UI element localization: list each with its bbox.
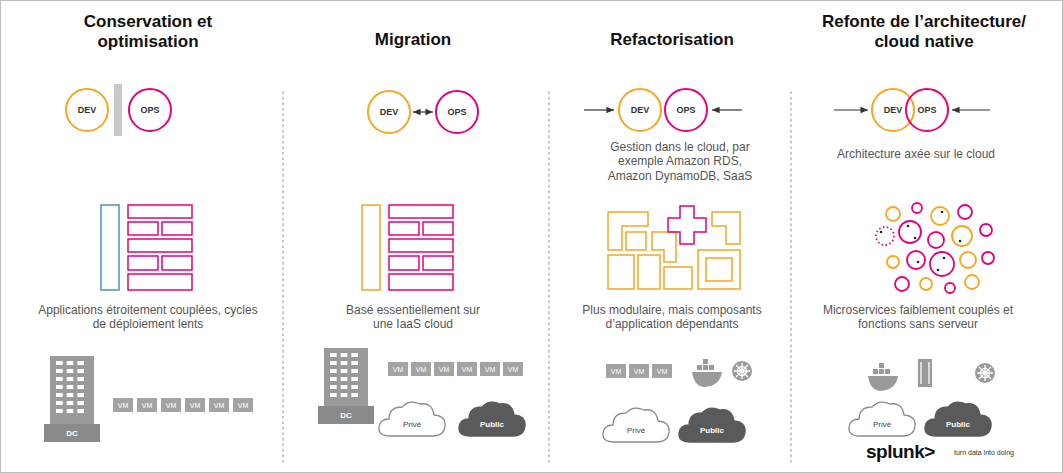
logo-tagline: turn data into doing xyxy=(954,449,1014,457)
node-text: Privé xyxy=(873,420,891,429)
node-text: VM xyxy=(416,366,427,373)
node-text: VM xyxy=(214,402,225,409)
private-cloud: Privé xyxy=(600,404,672,444)
vm-box: VM xyxy=(434,362,454,376)
node-text: VM xyxy=(439,366,450,373)
vm-box: VM xyxy=(388,362,408,376)
column-title: Conservation et optimisation xyxy=(58,12,238,53)
vm-box: VM xyxy=(411,362,431,376)
node-text: DEV xyxy=(380,107,399,117)
node-text: VM xyxy=(611,368,622,375)
public-cloud: Public xyxy=(676,404,748,444)
dev-circle: DEV xyxy=(618,88,662,132)
ops-circle: OPS xyxy=(905,88,949,132)
public-cloud: Public xyxy=(922,398,994,438)
node-text: OPS xyxy=(140,105,159,115)
vm-box: VM xyxy=(480,362,500,376)
column-title: Refactorisation xyxy=(582,30,762,50)
description-text: Basé essentiellement sur une IaaS cloud xyxy=(338,303,488,332)
column-title: Refonte de l’architecture/ cloud native xyxy=(807,12,1042,53)
node-text: DEV xyxy=(78,105,97,115)
node-text: VM xyxy=(166,402,177,409)
cloud-shape xyxy=(676,404,748,444)
vm-box: VM xyxy=(209,398,229,412)
datacenter: DC xyxy=(44,356,100,442)
node-text: OPS xyxy=(447,107,466,117)
description-text: Gestion dans le cloud, par exemple Amazo… xyxy=(595,140,765,183)
node-text: VM xyxy=(142,402,153,409)
node-text: OPS xyxy=(676,105,695,115)
node-text: DC xyxy=(340,411,352,420)
node-text: VM xyxy=(485,366,496,373)
column-title: Migration xyxy=(333,30,493,50)
node-text: Public xyxy=(480,420,504,429)
node-text: VM xyxy=(190,402,201,409)
cloud-shape xyxy=(846,398,918,438)
vm-box: VM xyxy=(137,398,157,412)
node-text: VM xyxy=(238,402,249,409)
dev-circle: DEV xyxy=(871,88,915,132)
private-cloud: Privé xyxy=(376,398,448,438)
node-text: Privé xyxy=(403,420,421,429)
description-text: Architecture axée sur le cloud xyxy=(806,147,1026,161)
vm-box: VM xyxy=(503,362,523,376)
node-text: VM xyxy=(634,368,645,375)
node-text: Public xyxy=(946,420,970,429)
vm-box: VM xyxy=(457,362,477,376)
node-text: VM xyxy=(393,366,404,373)
node-text: DEV xyxy=(631,105,650,115)
node-text: VM xyxy=(118,402,129,409)
vm-box: VM xyxy=(629,364,649,378)
node-text: VM xyxy=(508,366,519,373)
node-text: VM xyxy=(657,368,668,375)
private-cloud: Privé xyxy=(846,398,918,438)
cloud-shape xyxy=(600,404,672,444)
datacenter: DC xyxy=(318,348,374,424)
ops-circle: OPS xyxy=(435,90,479,134)
vm-box: VM xyxy=(161,398,181,412)
cloud-shape xyxy=(376,398,448,438)
public-cloud: Public xyxy=(456,398,528,438)
vm-box: VM xyxy=(606,364,626,378)
node-text: Privé xyxy=(627,426,645,435)
connector-arrow xyxy=(413,111,433,112)
description-text: Applications étroitement couplées, cycle… xyxy=(38,303,258,332)
description-text: Microservices faiblement couplés et fonc… xyxy=(816,303,1021,332)
cloud-shape xyxy=(922,398,994,438)
vm-box: VM xyxy=(652,364,672,378)
ops-circle: OPS xyxy=(128,88,172,132)
dev-circle: DEV xyxy=(65,88,109,132)
logo-text: splunk> xyxy=(866,441,935,464)
node-text: OPS xyxy=(917,105,936,115)
node-text: DEV xyxy=(884,105,903,115)
node-text: VM xyxy=(462,366,473,373)
node-text: Public xyxy=(700,426,724,435)
vm-box: VM xyxy=(233,398,253,412)
vm-box: VM xyxy=(185,398,205,412)
node-text: DC xyxy=(66,429,78,438)
dev-circle: DEV xyxy=(367,90,411,134)
vm-box: VM xyxy=(113,398,133,412)
ops-circle: OPS xyxy=(664,88,708,132)
cloud-shape xyxy=(456,398,528,438)
description-text: Plus modulaire, mais composants d’applic… xyxy=(567,303,777,332)
